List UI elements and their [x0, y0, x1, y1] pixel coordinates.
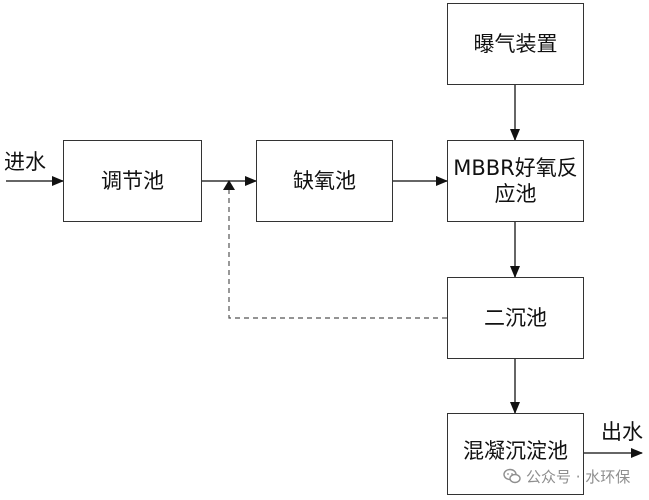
- arrow-return-head: [223, 180, 235, 190]
- watermark-text: 公众号 · 水环保: [526, 467, 631, 486]
- wechat-icon: [503, 468, 521, 484]
- node-queyang: 缺氧池: [256, 140, 393, 222]
- node-baoqi-label: 曝气装置: [473, 31, 558, 56]
- node-hunning-label: 混凝沉淀池: [463, 438, 568, 463]
- node-tiaojie: 调节池: [63, 140, 202, 222]
- node-erchen: 二沉池: [447, 277, 584, 359]
- node-queyang-label: 缺氧池: [293, 168, 356, 193]
- node-mbbr-label-line2: 应池: [494, 182, 537, 206]
- node-hunning: 混凝沉淀池: [447, 413, 584, 495]
- node-erchen-label: 二沉池: [484, 305, 547, 330]
- node-mbbr: MBBR好氧反 应池: [447, 140, 584, 222]
- outlet-label: 出水: [601, 420, 643, 444]
- dashed-return-line: [228, 182, 447, 319]
- inlet-label: 进水: [4, 150, 46, 174]
- watermark: 公众号 · 水环保: [503, 463, 630, 489]
- node-baoqi: 曝气装置: [447, 3, 584, 85]
- node-tiaojie-label: 调节池: [101, 168, 164, 193]
- node-mbbr-label-line1: MBBR好氧反: [453, 155, 578, 180]
